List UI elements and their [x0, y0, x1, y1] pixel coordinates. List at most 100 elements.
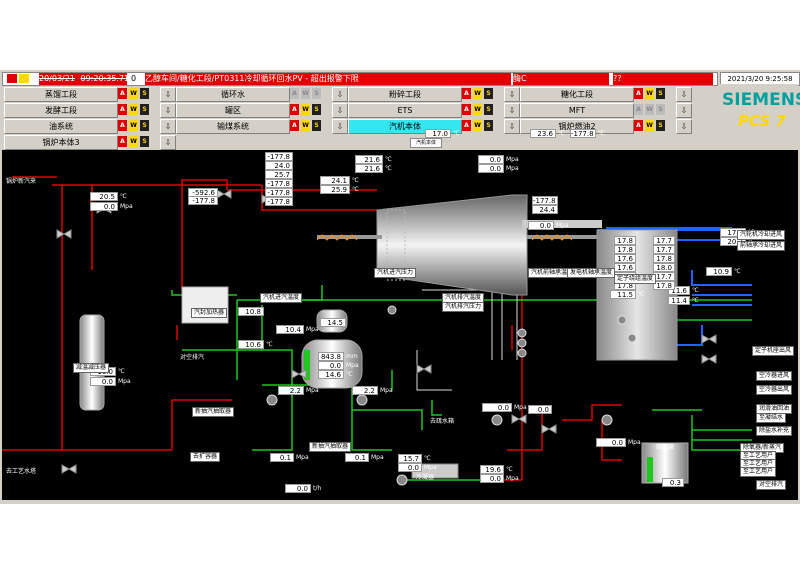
area-button[interactable]: MFT	[520, 103, 634, 118]
process-value[interactable]: -177.8	[188, 196, 218, 205]
page-tab[interactable]: 汽机本体	[410, 138, 442, 148]
alarm-flag[interactable]: W	[129, 136, 138, 147]
area-navigate-button[interactable]: ⇩	[504, 103, 520, 118]
alarm-flag[interactable]: A	[634, 104, 643, 115]
process-value[interactable]: 0.0	[478, 155, 504, 164]
alarm-flag[interactable]: S	[140, 88, 149, 99]
process-value[interactable]: 24.1	[320, 176, 350, 185]
alarm-flag[interactable]: S	[656, 88, 665, 99]
process-value[interactable]: 14.5	[320, 318, 346, 327]
alarm-flag[interactable]: S	[312, 104, 321, 115]
alarm-flag[interactable]: W	[473, 88, 482, 99]
alarm-flag[interactable]: A	[462, 120, 471, 131]
alarm-flag[interactable]: A	[634, 88, 643, 99]
alarm-flag[interactable]: S	[484, 120, 493, 131]
area-navigate-button[interactable]: ⇩	[332, 87, 348, 102]
process-value[interactable]: 24.0	[265, 161, 293, 170]
alarm-flag[interactable]: S	[484, 88, 493, 99]
process-value[interactable]: 25.7	[265, 170, 293, 179]
process-value[interactable]: 21.6	[355, 155, 383, 164]
process-value[interactable]: 0.0	[285, 484, 311, 493]
alarm-line[interactable]: 20/03/21 09:20:35.715 0 乙醇车间/糖化工段/PT0311…	[2, 72, 718, 86]
process-value[interactable]: -177.8	[532, 196, 558, 205]
alarm-flag[interactable]: S	[656, 104, 665, 115]
area-button[interactable]: 输煤系统	[176, 119, 290, 134]
area-button[interactable]: 罐区	[176, 103, 290, 118]
alarm-flag[interactable]: W	[129, 120, 138, 131]
alarm-flag[interactable]: W	[301, 104, 310, 115]
process-value[interactable]: 0.0	[528, 405, 552, 414]
alarm-flag[interactable]: S	[312, 120, 321, 131]
process-value[interactable]: 11.4	[668, 296, 690, 305]
process-value[interactable]: -177.8	[265, 179, 293, 188]
process-value[interactable]: 17.0	[425, 129, 451, 138]
process-value[interactable]: 0.0	[480, 474, 504, 483]
area-navigate-button[interactable]: ⇩	[332, 103, 348, 118]
alarm-flag[interactable]: W	[129, 88, 138, 99]
alarm-flag[interactable]: S	[140, 136, 149, 147]
process-value[interactable]: 0.0	[528, 221, 554, 230]
alarm-flag[interactable]: W	[473, 120, 482, 131]
stator-temp-a[interactable]: 17.6	[614, 254, 636, 263]
process-value[interactable]: 0.0	[90, 202, 118, 211]
process-value[interactable]: 0.0	[90, 377, 116, 386]
alarm-flag[interactable]: A	[290, 88, 299, 99]
stator-temp-b[interactable]: 17.7	[653, 272, 675, 281]
alarm-flag[interactable]: S	[140, 104, 149, 115]
process-value[interactable]: 0.3	[662, 478, 684, 487]
area-button[interactable]: ETS	[348, 103, 462, 118]
alarm-flag[interactable]: A	[118, 120, 127, 131]
stator-temp-a[interactable]: 17.6	[614, 263, 636, 272]
process-value[interactable]: 10.9	[706, 267, 732, 276]
process-value[interactable]: 15.7	[398, 454, 422, 463]
stator-temp-b[interactable]: 17.8	[653, 254, 675, 263]
process-value[interactable]: 843.8	[318, 352, 344, 361]
alarm-flag[interactable]: W	[473, 104, 482, 115]
area-navigate-button[interactable]: ⇩	[160, 135, 176, 150]
area-button[interactable]: 油系统	[4, 119, 118, 134]
area-navigate-button[interactable]: ⇩	[332, 119, 348, 134]
alarm-flag[interactable]: A	[462, 88, 471, 99]
area-navigate-button[interactable]: ⇩	[160, 87, 176, 102]
process-value[interactable]: -177.8	[265, 197, 293, 206]
stator-temp-a[interactable]: 17.8	[614, 245, 636, 254]
process-value[interactable]: 0.0	[398, 463, 422, 472]
process-value[interactable]: 10.6	[238, 340, 264, 349]
process-value[interactable]: 20.5	[90, 192, 118, 201]
alarm-flag[interactable]: A	[290, 120, 299, 131]
area-button[interactable]: 糖化工段	[520, 87, 634, 102]
process-value[interactable]: 10.4	[276, 325, 304, 334]
area-navigate-button[interactable]: ⇩	[676, 119, 692, 134]
process-value[interactable]: 0.1	[270, 453, 294, 462]
alarm-flag[interactable]: W	[129, 104, 138, 115]
area-navigate-button[interactable]: ⇩	[160, 119, 176, 134]
process-value[interactable]: 19.6	[480, 465, 504, 474]
alarm-flag[interactable]: W	[301, 120, 310, 131]
stator-temp-b[interactable]: 17.7	[653, 245, 675, 254]
area-navigate-button[interactable]: ⇩	[676, 87, 692, 102]
process-value[interactable]: -177.8	[570, 129, 596, 138]
alarm-flag[interactable]: A	[290, 104, 299, 115]
process-value[interactable]: -177.8	[265, 188, 293, 197]
process-value[interactable]: 11.6	[668, 286, 690, 295]
alarm-flag[interactable]: W	[645, 104, 654, 115]
alarm-flag[interactable]: S	[484, 104, 493, 115]
process-value[interactable]: 11.5	[610, 290, 636, 299]
alarm-flag[interactable]: A	[462, 104, 471, 115]
area-button[interactable]: 锅炉本体3	[4, 135, 118, 150]
stator-temp-a[interactable]: 17.8	[614, 236, 636, 245]
area-navigate-button[interactable]: ⇩	[676, 103, 692, 118]
alarm-flag[interactable]: W	[301, 88, 310, 99]
process-value[interactable]: 10.8	[238, 307, 264, 316]
process-value[interactable]: 0.0	[596, 438, 626, 447]
process-value[interactable]: 24.4	[532, 205, 558, 214]
process-value[interactable]: 2.2	[278, 386, 304, 395]
process-value[interactable]: 0.0	[482, 403, 512, 412]
alarm-flag[interactable]: A	[634, 120, 643, 131]
process-value[interactable]: 23.6	[530, 129, 556, 138]
alarm-flag[interactable]: S	[312, 88, 321, 99]
area-button[interactable]: 循环水	[176, 87, 290, 102]
process-value[interactable]: 2.2	[352, 386, 378, 395]
area-button[interactable]: 蒸馏工段	[4, 87, 118, 102]
process-value[interactable]: 0.0	[478, 164, 504, 173]
